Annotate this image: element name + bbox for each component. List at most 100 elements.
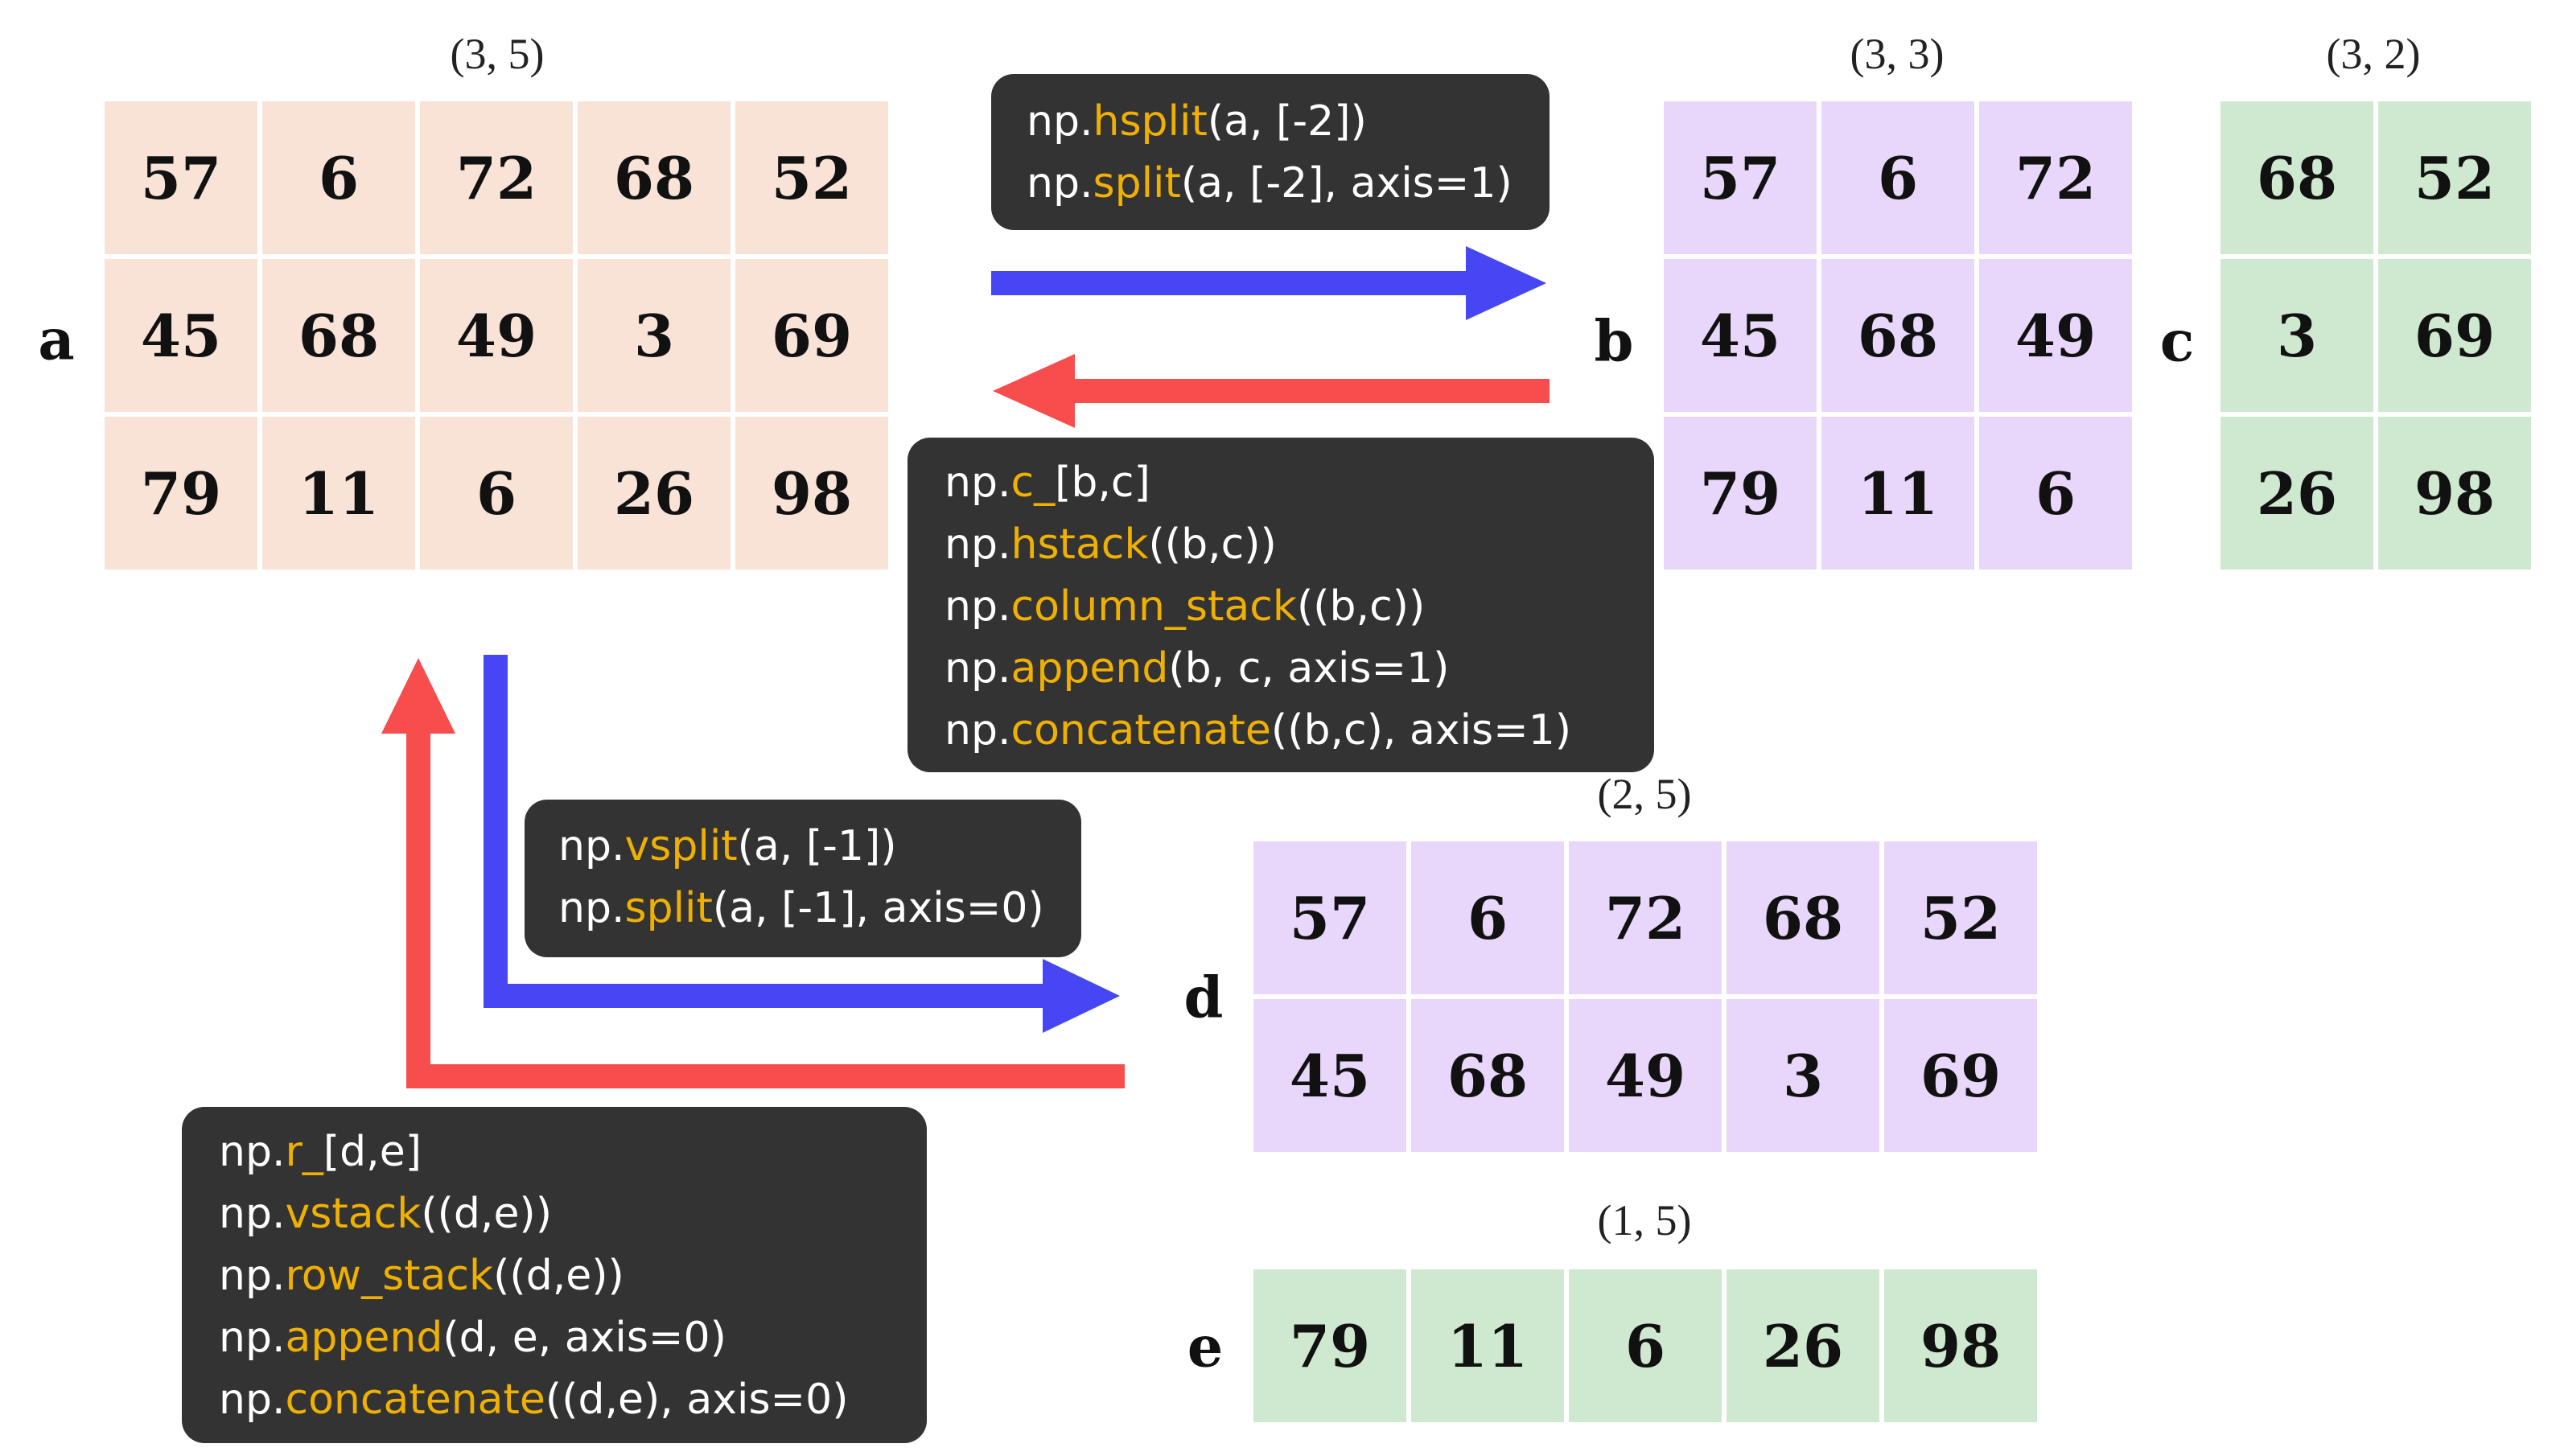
code-prefix: np. — [219, 1190, 286, 1238]
code-prefix: np. — [945, 582, 1011, 631]
array-a-cell: 26 — [578, 417, 731, 570]
code-line: np.r_[d,e] — [219, 1121, 927, 1183]
code-prefix: np. — [219, 1314, 286, 1362]
shape-label-b: (3, 3) — [1850, 30, 1945, 78]
array-b-cell: 68 — [1821, 259, 1974, 412]
hstack-code-box: np.c_[b,c]np.hstack((b,c))np.column_stac… — [908, 438, 1654, 772]
code-function-name: column_stack — [1010, 582, 1297, 631]
code-function-name: append — [1010, 644, 1169, 693]
array-b-cell: 6 — [1821, 101, 1974, 254]
code-arguments: ((b,c), axis=1) — [1270, 706, 1572, 755]
code-arguments: [b,c] — [1055, 459, 1150, 507]
code-line: np.split(a, [-1], axis=0) — [558, 878, 1081, 940]
code-prefix: np. — [1027, 159, 1093, 208]
code-prefix: np. — [558, 822, 625, 870]
array-b-cell: 79 — [1664, 417, 1817, 570]
array-a-cell: 57 — [105, 101, 257, 254]
array-b-cell: 6 — [1979, 417, 2132, 570]
code-function-name: concatenate — [1010, 706, 1271, 755]
vstack-code-box: np.r_[d,e]np.vstack((d,e))np.row_stack((… — [182, 1107, 927, 1443]
array-e-cell: 98 — [1884, 1269, 2037, 1422]
code-arguments: [d,e] — [323, 1128, 422, 1176]
code-arguments: (a, [-2], axis=1) — [1180, 159, 1513, 208]
array-label-d: d — [1183, 964, 1224, 1031]
code-arguments: ((d,e), axis=0) — [545, 1376, 849, 1424]
code-arguments: (a, [-1], axis=0) — [712, 884, 1044, 932]
code-line: np.hstack((b,c)) — [945, 514, 1654, 576]
array-e-cell: 26 — [1727, 1269, 1879, 1422]
hsplit-arrow — [991, 246, 1546, 320]
array-c-cell: 52 — [2378, 101, 2531, 254]
code-line: np.append(d, e, axis=0) — [219, 1307, 927, 1369]
array-a-cell: 45 — [105, 259, 257, 412]
array-a-cell: 3 — [578, 259, 731, 412]
vsplit-arrow — [484, 655, 1120, 1033]
array-a-cell: 79 — [105, 417, 257, 570]
code-line: np.concatenate((b,c), axis=1) — [945, 700, 1654, 762]
code-function-name: hsplit — [1093, 97, 1208, 146]
array-e-cell: 6 — [1569, 1269, 1722, 1422]
array-e-cell: 79 — [1253, 1269, 1406, 1422]
hstack-arrow — [993, 354, 1550, 428]
array-a-cell: 6 — [420, 417, 573, 570]
code-line: np.hsplit(a, [-2]) — [1027, 91, 1550, 153]
array-a-cell: 72 — [420, 101, 573, 254]
code-prefix: np. — [945, 644, 1011, 693]
code-arguments: ((d,e)) — [493, 1252, 624, 1300]
array-c-cell: 68 — [2220, 101, 2373, 254]
array-b-cell: 45 — [1664, 259, 1817, 412]
code-arguments: (a, [-2]) — [1207, 97, 1367, 146]
shape-label-e: (1, 5) — [1597, 1196, 1692, 1244]
code-prefix: np. — [1027, 97, 1093, 146]
code-arguments: (a, [-1]) — [737, 822, 897, 870]
code-function-name: hstack — [1010, 520, 1149, 569]
array-d-cell: 3 — [1727, 999, 1879, 1152]
array-c-cell: 3 — [2220, 259, 2373, 412]
code-function-name: concatenate — [285, 1376, 545, 1424]
array-b-cell: 57 — [1664, 101, 1817, 254]
array-c-cell: 98 — [2378, 417, 2531, 570]
code-function-name: split — [624, 884, 713, 932]
code-line: np.vsplit(a, [-1]) — [558, 816, 1081, 878]
array-label-b: b — [1594, 307, 1634, 375]
code-line: np.row_stack((d,e)) — [219, 1245, 927, 1307]
code-prefix: np. — [945, 459, 1011, 507]
array-a-cell: 68 — [262, 259, 415, 412]
array-e-cell: 11 — [1411, 1269, 1564, 1422]
array-a-cell: 11 — [262, 417, 415, 570]
code-arguments: (b, c, axis=1) — [1168, 644, 1450, 693]
array-label-e: e — [1187, 1313, 1224, 1380]
array-d-cell: 68 — [1411, 999, 1564, 1152]
array-c-cell: 26 — [2220, 417, 2373, 570]
code-function-name: append — [285, 1314, 443, 1362]
array-b-cell: 72 — [1979, 101, 2132, 254]
array-d-cell: 72 — [1569, 841, 1722, 994]
array-label-a: a — [38, 306, 75, 373]
code-line: np.vstack((d,e)) — [219, 1183, 927, 1245]
array-d-cell: 6 — [1411, 841, 1564, 994]
code-line: np.concatenate((d,e), axis=0) — [219, 1369, 927, 1431]
code-prefix: np. — [219, 1252, 286, 1300]
array-a-cell: 69 — [735, 259, 888, 412]
code-arguments: (d, e, axis=0) — [442, 1314, 726, 1362]
array-a-cell: 6 — [262, 101, 415, 254]
hsplit-code-box: np.hsplit(a, [-2])np.split(a, [-2], axis… — [991, 74, 1550, 230]
code-prefix: np. — [219, 1128, 286, 1176]
shape-label-a: (3, 5) — [450, 30, 545, 78]
code-arguments: ((d,e)) — [421, 1190, 553, 1238]
array-a-cell: 49 — [420, 259, 573, 412]
array-a-cell: 98 — [735, 417, 888, 570]
code-prefix: np. — [945, 520, 1011, 569]
code-line: np.column_stack((b,c)) — [945, 576, 1654, 638]
code-function-name: vsplit — [624, 822, 738, 870]
code-arguments: ((b,c)) — [1148, 520, 1277, 569]
array-d-cell: 57 — [1253, 841, 1406, 994]
code-prefix: np. — [219, 1376, 286, 1424]
code-line: np.split(a, [-2], axis=1) — [1027, 153, 1550, 215]
